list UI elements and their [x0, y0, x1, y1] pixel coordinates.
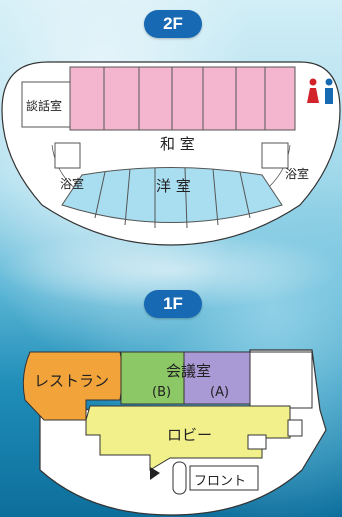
conference-room-b: [120, 351, 185, 405]
bath-left-label: 浴室: [60, 177, 85, 191]
entrance-arrow-icon: [150, 467, 160, 480]
conference-room-a: [183, 351, 251, 405]
front-desk-box: [189, 465, 259, 491]
front-desk-counter: [172, 461, 187, 495]
conference-label: 会議室: [166, 362, 212, 380]
floor-1f-badge: 1F: [144, 290, 202, 318]
female-icon: [307, 78, 319, 103]
bath-right: [261, 142, 289, 169]
lounge-room: [21, 81, 71, 128]
bath-left: [54, 142, 81, 169]
floor-2f-badge: 2F: [144, 10, 202, 38]
front-desk-label: フロント: [194, 474, 247, 489]
japanese-room-block: [69, 66, 296, 131]
conference-a-label: (A): [210, 385, 230, 400]
restaurant-label: レストラン: [34, 372, 110, 390]
lobby-label: ロビー: [167, 426, 213, 444]
lounge-label: 談話室: [26, 99, 63, 113]
bath-right-label: 浴室: [285, 167, 310, 181]
male-icon: [325, 78, 333, 104]
conference-b-label: (B): [152, 385, 172, 400]
western-room-label: 洋 室: [156, 177, 191, 195]
storage-room: [249, 351, 313, 409]
western-room-block: [61, 167, 283, 229]
japanese-room-label: 和 室: [160, 135, 195, 153]
